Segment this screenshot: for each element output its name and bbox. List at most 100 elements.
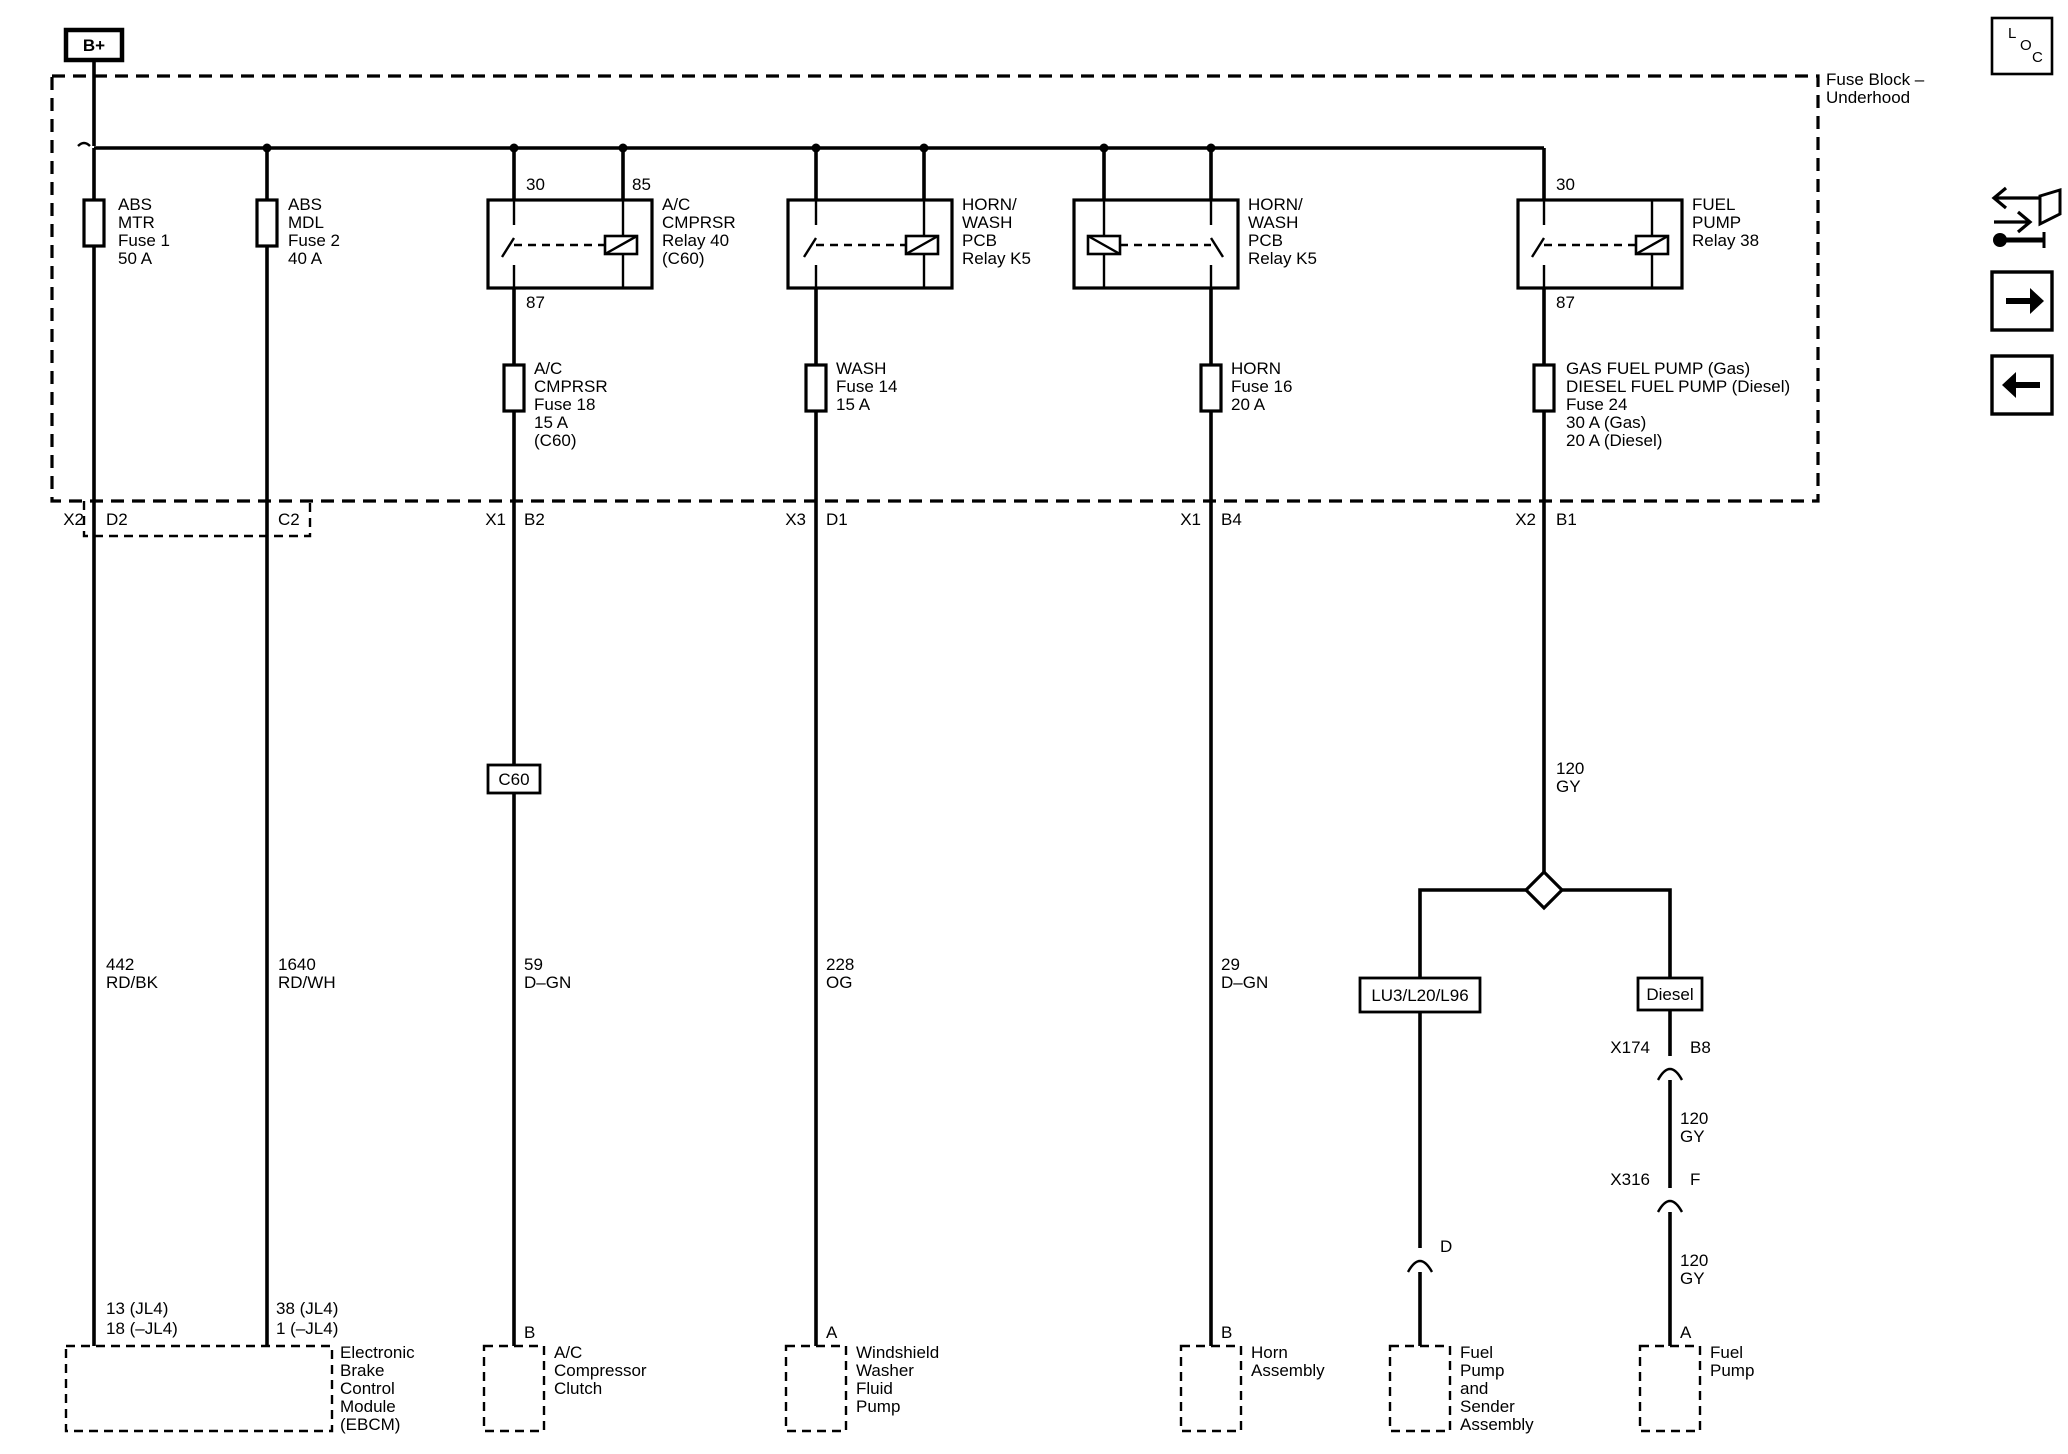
washer-pump-pin: A	[826, 1323, 838, 1342]
wire-diesel1-color: GY	[1680, 1127, 1705, 1146]
circuit-horn: HORN Fuse 16 20 A X1 B4 29 D–GN B	[1180, 288, 1292, 1346]
bus-crossover	[77, 141, 91, 147]
fuel-sender-l5: Assembly	[1460, 1415, 1534, 1434]
relay-fuel-l1: FUEL	[1692, 195, 1735, 214]
ebcm-label-4: Module	[340, 1397, 396, 1416]
circuit-ac-compressor: A/C CMPRSR Fuse 18 15 A (C60) X1 B2 C60 …	[485, 288, 608, 1346]
washer-pump-l2: Washer	[856, 1361, 914, 1380]
circuit-abs-mtr: ABS MTR Fuse 1 50 A X2 D2 442 RD/BK 13 (…	[63, 148, 178, 1346]
component-washer-pump: Windshield Washer Fluid Pump	[784, 1343, 939, 1433]
battery-label: B+	[83, 36, 105, 55]
pin-ac: B2	[524, 510, 545, 529]
relay-ac-pin-30: 30	[526, 175, 545, 194]
fuse-ac-cmprsr	[502, 363, 526, 413]
fuse-ac-l3: Fuse 18	[534, 395, 595, 414]
fuse-fuel-l4: 30 A (Gas)	[1566, 413, 1646, 432]
relay-hw2-l3: PCB	[1248, 231, 1283, 250]
ac-clutch-l1: A/C	[554, 1343, 582, 1362]
location-view-button[interactable]: L O C	[1990, 16, 2054, 76]
fuel-sender-l1: Fuel	[1460, 1343, 1493, 1362]
fuse-abs-mdl	[255, 198, 279, 248]
ebcm-label-5: (EBCM)	[340, 1415, 400, 1434]
relay-ac-pin-87: 87	[526, 293, 545, 312]
relay-hw2-l4: Relay K5	[1248, 249, 1317, 268]
fuse-horn	[1199, 363, 1223, 413]
ebcm-pin-3: 38 (JL4)	[276, 1299, 338, 1318]
fuse-fuel-l1: GAS FUEL PUMP (Gas)	[1566, 359, 1750, 378]
relay-hw1-l4: Relay K5	[962, 249, 1031, 268]
loc-letter-c: C	[2032, 49, 2043, 66]
ebcm-pin-1: 13 (JL4)	[106, 1299, 168, 1318]
wire-horn-color: D–GN	[1221, 973, 1268, 992]
fuse-horn-l2: Fuse 16	[1231, 377, 1292, 396]
relay-fuel-pump: 30 87 FUEL PUMP Relay 38	[1516, 148, 1759, 312]
fuse-abs-mdl-l1: ABS	[288, 195, 322, 214]
loc-letter-l: L	[2008, 25, 2016, 42]
pin-horn: B4	[1221, 510, 1242, 529]
wire-wash-color: OG	[826, 973, 852, 992]
horn-assy-pin: B	[1221, 1323, 1232, 1342]
fuse-fuel	[1532, 363, 1556, 413]
x316-inline-connector	[1656, 1199, 1684, 1213]
pin-abs-mdl: C2	[278, 510, 300, 529]
circuit-abs-mdl: ABS MDL Fuse 2 40 A C2 1640 RD/WH 38 (JL…	[255, 148, 340, 1346]
washer-pump-l4: Pump	[856, 1397, 900, 1416]
connector-x2-outline	[82, 501, 312, 538]
fuse-wash	[804, 363, 828, 413]
fuse-fuel-l5: 20 A (Diesel)	[1566, 431, 1662, 450]
fuel-sender-l3: and	[1460, 1379, 1488, 1398]
fuse-abs-mtr-l3: Fuse 1	[118, 231, 170, 250]
left-arrow-icon	[2002, 372, 2016, 398]
fuse-abs-mtr-l4: 50 A	[118, 249, 153, 268]
pin-wash: D1	[826, 510, 848, 529]
ac-clutch-pin: B	[524, 1323, 535, 1342]
conn-abs-mtr: X2	[63, 510, 84, 529]
relay-fuel-pin-30: 30	[1556, 175, 1575, 194]
component-fuel-sender: Fuel Pump and Sender Assembly	[1388, 1343, 1534, 1434]
relay-hw1-l3: PCB	[962, 231, 997, 250]
fuel-pump-l2: Pump	[1710, 1361, 1754, 1380]
fuse-ac-l1: A/C	[534, 359, 562, 378]
wire-diesel2-num: 120	[1680, 1251, 1708, 1270]
x174-inline-connector	[1656, 1067, 1684, 1081]
ac-clutch-l2: Compressor	[554, 1361, 647, 1380]
battery-terminal: B+	[63, 27, 125, 63]
horn-assy-l2: Assembly	[1251, 1361, 1325, 1380]
fuse-wash-l2: Fuse 14	[836, 377, 897, 396]
relay-fuel-l2: PUMP	[1692, 213, 1741, 232]
connector-repair-icon[interactable]	[1991, 186, 2062, 248]
ebcm-pin-4: 1 (–JL4)	[276, 1319, 338, 1338]
pin-abs-mtr: D2	[106, 510, 128, 529]
fuse-block-label-2: Underhood	[1826, 88, 1910, 107]
relay-fuel-pin-87: 87	[1556, 293, 1575, 312]
fuse-fuel-l2: DIESEL FUEL PUMP (Diesel)	[1566, 377, 1790, 396]
washer-pump-l3: Fluid	[856, 1379, 893, 1398]
relay-ac-l2: CMPRSR	[662, 213, 736, 232]
pin-fuel: B1	[1556, 510, 1577, 529]
wire-fuel-color: GY	[1556, 777, 1581, 796]
relay-horn-wash-1: HORN/ WASH PCB Relay K5	[786, 148, 1031, 290]
wire-abs-mdl-color: RD/WH	[278, 973, 336, 992]
previous-page-button[interactable]	[1990, 354, 2054, 416]
ebcm-pin-2: 18 (–JL4)	[106, 1319, 178, 1338]
fuel-pump-l1: Fuel	[1710, 1343, 1743, 1362]
component-ac-clutch: A/C Compressor Clutch	[482, 1343, 647, 1433]
relay-ac-cmprsr: 30 85 87 A/C CMPRSR Relay 40 (C60)	[486, 148, 736, 312]
next-page-button[interactable]	[1990, 270, 2054, 332]
x316-pin: F	[1690, 1170, 1700, 1189]
ebcm-label-1: Electronic	[340, 1343, 415, 1362]
gas-inline-connector	[1406, 1259, 1434, 1273]
relay-ac-l3: Relay 40	[662, 231, 729, 250]
branch-gas: LU3/L20/L96 D	[1358, 976, 1482, 1346]
component-fuel-pump: Fuel Pump	[1638, 1343, 1754, 1433]
wire-abs-mtr-color: RD/BK	[106, 973, 159, 992]
gas-pin: D	[1440, 1237, 1452, 1256]
relay-fuel-l3: Relay 38	[1692, 231, 1759, 250]
fuse-fuel-l3: Fuse 24	[1566, 395, 1627, 414]
component-ebcm: Electronic Brake Control Module (EBCM)	[64, 1343, 415, 1434]
conn-wash: X3	[785, 510, 806, 529]
fuse-wash-l1: WASH	[836, 359, 886, 378]
conn-fuel: X2	[1515, 510, 1536, 529]
fuel-sender-l2: Pump	[1460, 1361, 1504, 1380]
wire-ac-color: D–GN	[524, 973, 571, 992]
